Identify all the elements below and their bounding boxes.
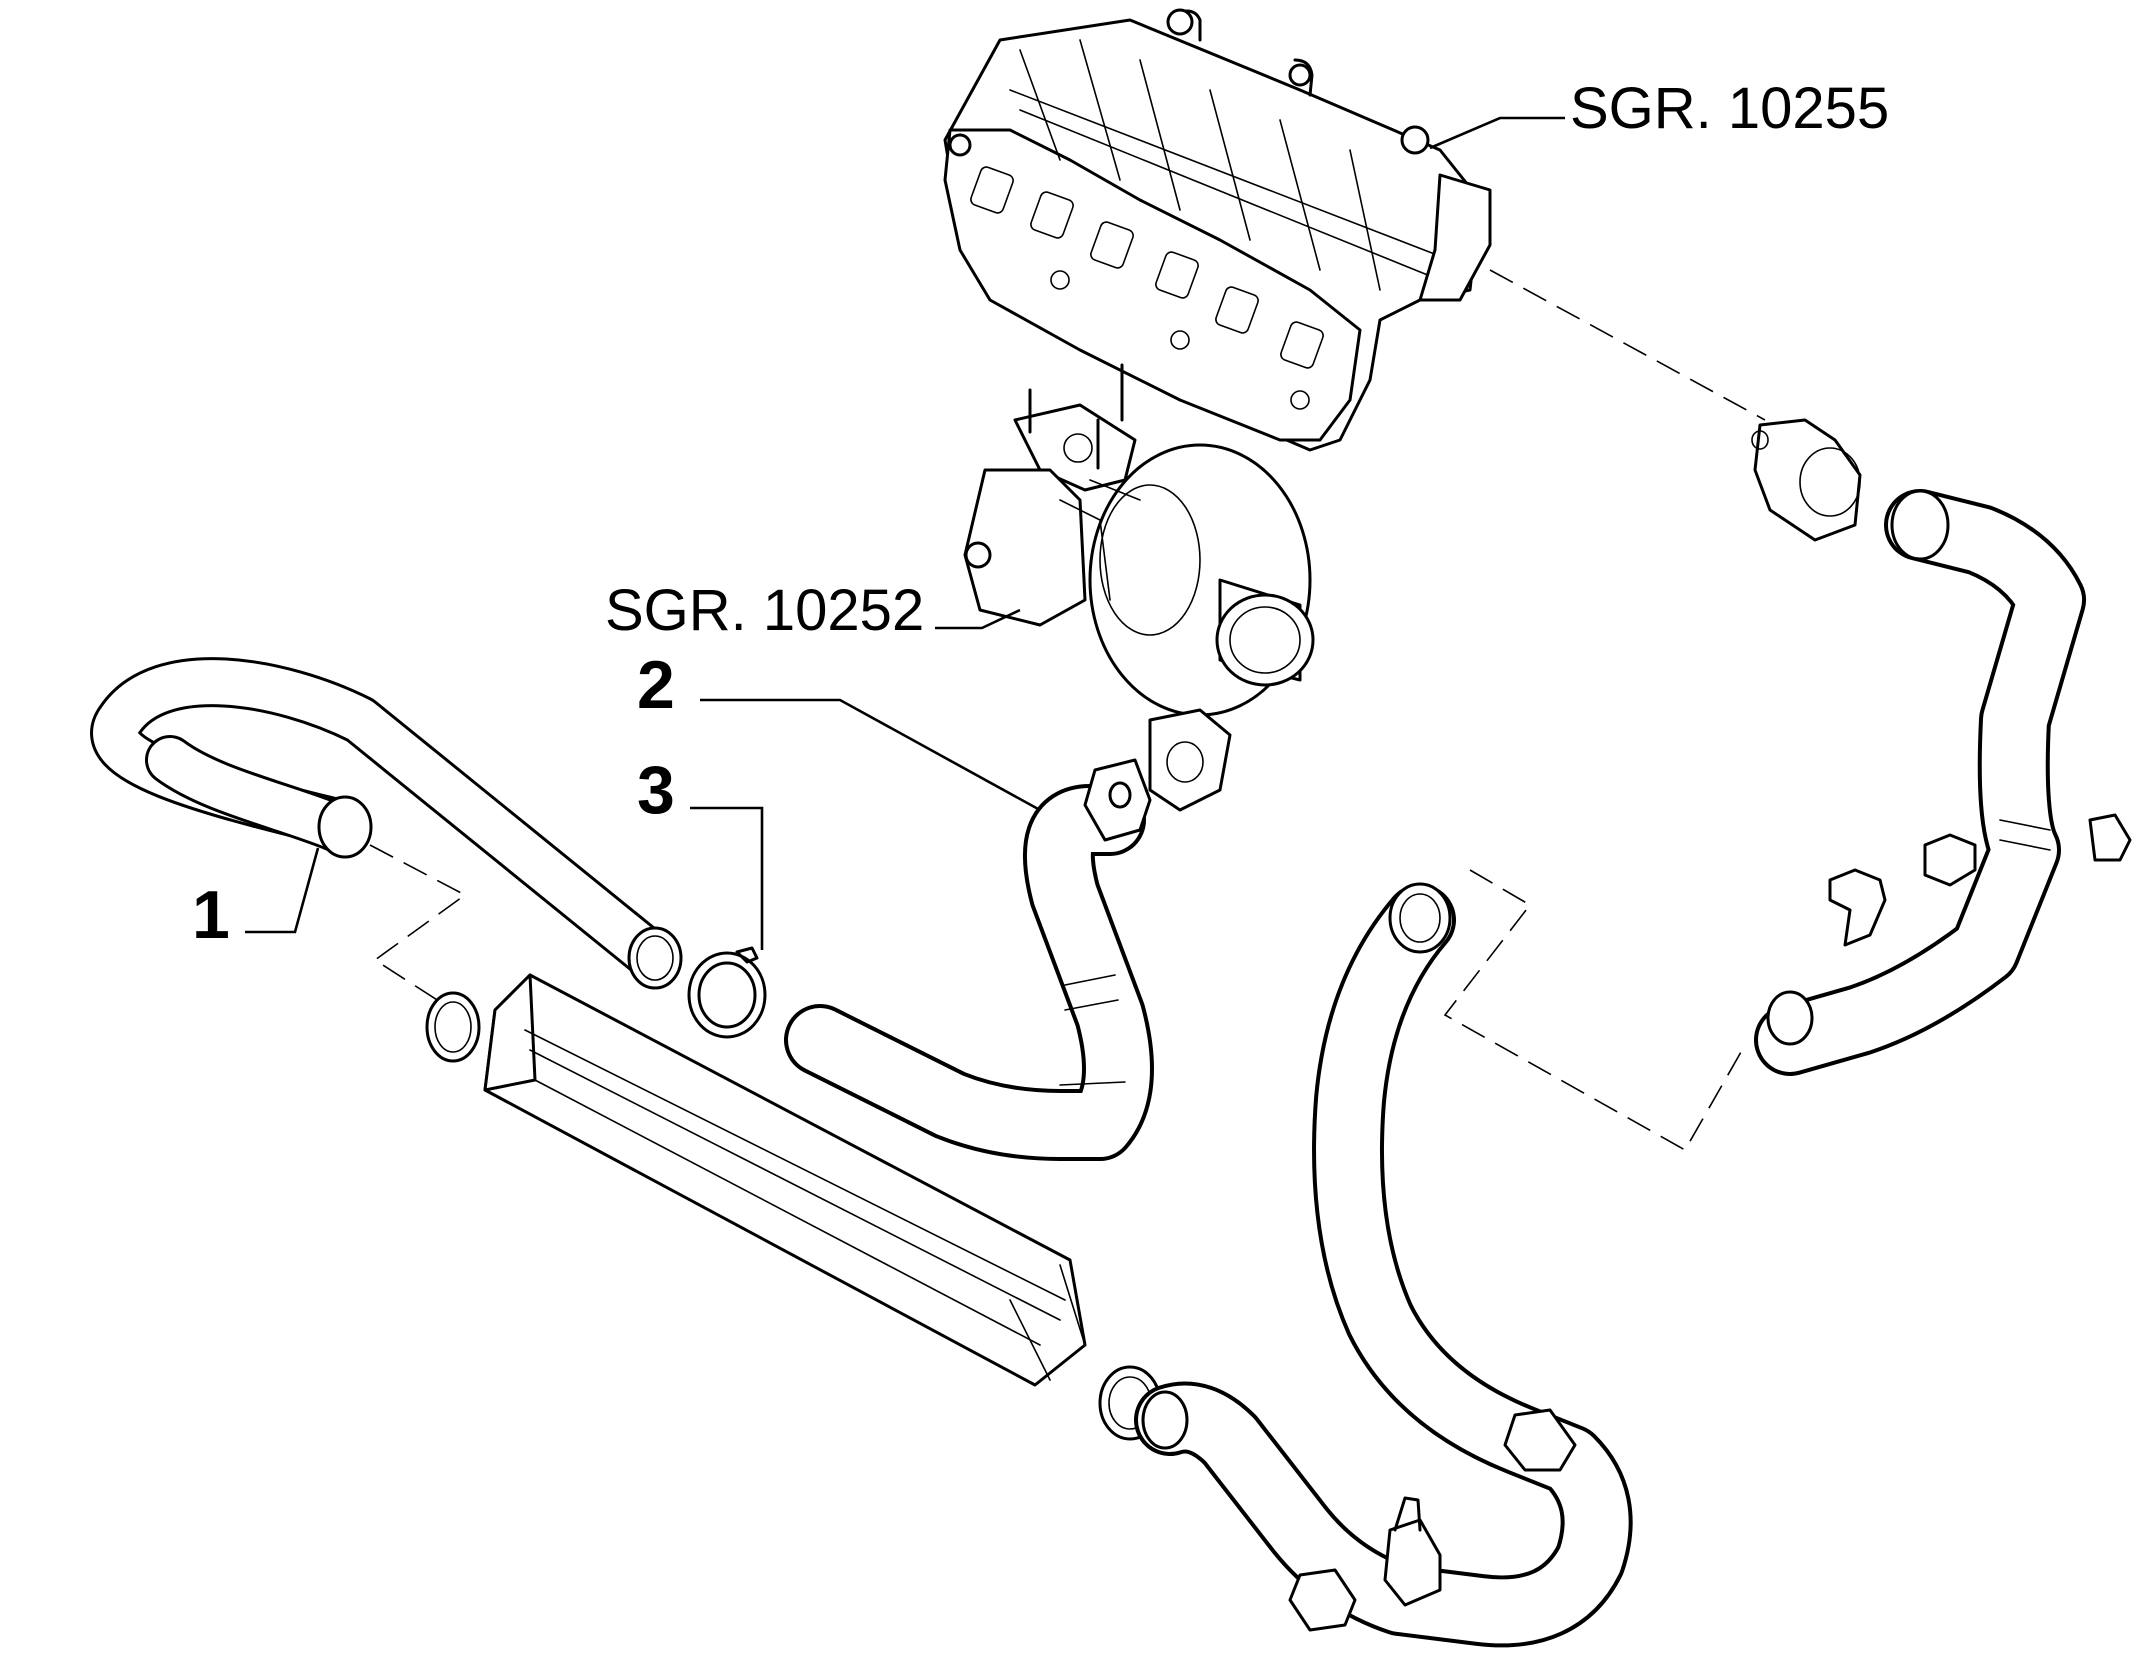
callout-item-2: 2 <box>637 647 675 723</box>
callout-sgr-10252: SGR. 10252 <box>605 578 924 643</box>
callout-item-1: 1 <box>192 877 230 953</box>
assembly-lines <box>369 269 1766 1152</box>
callout-sgr-10255: SGR. 10255 <box>1570 76 1889 141</box>
callout-item-3: 3 <box>637 752 675 828</box>
hose-item-1 <box>90 657 683 990</box>
clamp-item-3 <box>687 946 767 1039</box>
hose-item-2 <box>784 758 1154 1161</box>
hose-upper-right <box>1751 418 2132 1076</box>
hose-lower-right <box>1134 882 1633 1648</box>
turbocharger <box>963 363 1315 812</box>
leader-lines <box>245 116 1565 950</box>
intake-manifold <box>943 8 1492 452</box>
intercooler <box>425 973 1162 1441</box>
